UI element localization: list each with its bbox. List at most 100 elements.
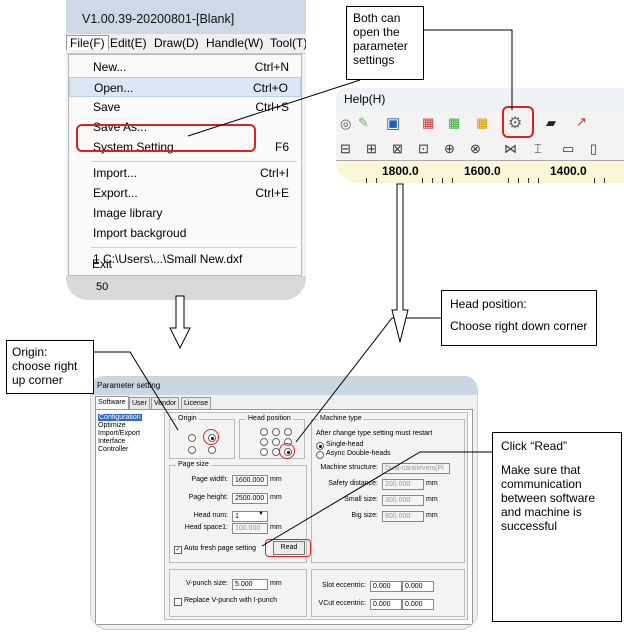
align-icon[interactable]: ⊟: [340, 141, 351, 156]
menu-item-open[interactable]: Open... Ctrl+O: [69, 77, 301, 97]
callout-read-title: Click “Read”: [501, 439, 568, 453]
machine-type-group: Machine type After change type setting m…: [311, 415, 465, 563]
head-num-select[interactable]: 1: [232, 511, 268, 522]
safety-distance-input[interactable]: 200.000: [382, 479, 424, 490]
machine-structure-select[interactable]: Dual-cantilevers(Pl: [382, 463, 450, 474]
vpunch-size-input[interactable]: 5.000: [232, 579, 268, 590]
menu-draw[interactable]: Draw(D): [154, 36, 199, 50]
head-pos-radio[interactable]: [272, 438, 280, 446]
shape-a-icon[interactable]: ▦: [422, 115, 435, 130]
head-position-group: Head position: [239, 415, 305, 459]
tree-item-optimize[interactable]: Optimize: [98, 422, 126, 429]
menu-item-import-background[interactable]: Import backgroud: [93, 226, 187, 240]
replace-vpunch-checkbox[interactable]: [174, 598, 182, 606]
tree-item-import-export[interactable]: Import/Export: [98, 430, 141, 437]
menu-item-new[interactable]: New... Ctrl+N: [93, 60, 289, 74]
menu-tool[interactable]: Tool(T): [270, 36, 306, 50]
head-space-input[interactable]: 100.000: [232, 523, 268, 534]
dialog-title-bar: Parameter setting: [91, 377, 477, 395]
menubar: File(F) Edit(E) Draw(D) Handle(W) Tool(T…: [66, 34, 306, 54]
align-icon[interactable]: ⊠: [392, 141, 403, 156]
distribute-icon[interactable]: ⌶: [534, 141, 542, 156]
chevron-down-icon[interactable]: ▼: [258, 511, 264, 517]
ruler-label: 1600.0: [464, 164, 501, 178]
projector-icon[interactable]: ▰: [546, 115, 556, 130]
callout-head-title: Head position:: [450, 297, 527, 311]
page-width-input[interactable]: 1600.000: [232, 475, 268, 486]
auto-fresh-checkbox[interactable]: ✓: [174, 546, 182, 554]
menu-handle[interactable]: Handle(W): [206, 36, 264, 50]
big-size-input[interactable]: 800.000: [382, 511, 424, 522]
vcut-eccentric-input-2[interactable]: 0.000: [402, 599, 434, 610]
tab-software[interactable]: Software: [95, 396, 129, 409]
callout-origin: Origin: choose right up corner: [6, 340, 94, 394]
origin-top-left-radio[interactable]: [188, 434, 196, 442]
head-pos-radio[interactable]: [260, 428, 268, 436]
help-menubar: Help(H): [336, 88, 624, 110]
callout-head-body: Choose right down corner: [450, 319, 588, 333]
origin-bottom-left-radio[interactable]: [188, 446, 196, 454]
menu-item-exit[interactable]: Exit: [92, 257, 113, 271]
menu-help[interactable]: Help(H): [344, 92, 386, 106]
single-head-radio[interactable]: [316, 442, 324, 450]
head-pos-radio[interactable]: [260, 448, 268, 456]
align-icon[interactable]: ⊗: [470, 141, 481, 156]
callout-head-position: Head position: Choose right down corner: [441, 290, 597, 346]
origin-highlight: [203, 429, 219, 445]
shape-b-icon[interactable]: ▦: [448, 115, 461, 130]
small-size-input[interactable]: 300.000: [382, 495, 424, 506]
laser-icon[interactable]: ↗: [576, 114, 587, 129]
menu-item-save[interactable]: Save Ctrl+S: [93, 100, 289, 114]
monitor-icon[interactable]: ▣: [386, 115, 401, 132]
origin-bottom-right-radio[interactable]: [208, 446, 216, 454]
read-button[interactable]: Read: [273, 541, 305, 555]
menu-item-recent-file[interactable]: 1 C:\Users\...\Small New.dxf: [93, 252, 243, 266]
tree-item-interface[interactable]: Interface: [98, 438, 126, 445]
tab-vendor[interactable]: Vendor: [151, 397, 180, 409]
menu-item-export[interactable]: Export... Ctrl+E: [93, 186, 289, 200]
distribute-icon[interactable]: ⋈: [504, 141, 517, 156]
head-pos-radio[interactable]: [272, 428, 280, 436]
callout-read-body: Make sure that communication between sof…: [501, 463, 596, 533]
tree-item-configuration[interactable]: Configuration: [98, 414, 142, 421]
window-title: V1.00.39-20200801-[Blank]: [82, 12, 235, 26]
menu-item-image-library[interactable]: Image library: [93, 206, 163, 220]
menu-file[interactable]: File(F): [66, 35, 109, 50]
eccentric-group: Slot eccentric: 0.000 0.000 VCut eccentr…: [311, 569, 465, 617]
page-height-input[interactable]: 2500.000: [232, 493, 268, 504]
system-setting-highlight: [76, 124, 256, 152]
pen-icon[interactable]: ✎: [358, 115, 369, 130]
canvas-ruler-strip: 50: [66, 276, 306, 300]
distribute-icon[interactable]: ▯: [590, 141, 598, 156]
horizontal-ruler: 1800.0 1600.0 1400.0: [336, 160, 624, 183]
menu-item-import[interactable]: Import... Ctrl+I: [93, 166, 289, 180]
menu-separator: [91, 247, 297, 248]
shape-c-icon[interactable]: ▦: [476, 115, 489, 130]
callout-both-settings: Both can open the parameter settings: [346, 6, 424, 80]
align-icon[interactable]: ⊞: [366, 141, 377, 156]
vcut-eccentric-input-1[interactable]: 0.000: [370, 599, 402, 610]
async-heads-radio[interactable]: [316, 451, 324, 459]
tree-item-controller[interactable]: Controller: [98, 446, 129, 453]
gear-icon[interactable]: ⚙: [508, 115, 523, 132]
callout-read: Click “Read” Make sure that communicatio…: [492, 432, 622, 622]
dialog-title: Parameter setting: [97, 381, 161, 390]
head-pos-radio[interactable]: [284, 428, 292, 436]
align-icon[interactable]: ⊕: [444, 141, 455, 156]
distribute-icon[interactable]: ▭: [562, 141, 575, 156]
gear-highlight: [502, 106, 534, 138]
window-title-bar: V1.00.39-20200801-[Blank]: [66, 0, 306, 34]
slot-eccentric-input-2[interactable]: 0.000: [402, 581, 434, 592]
target-icon[interactable]: ◎: [340, 116, 352, 131]
slot-eccentric-input-1[interactable]: 0.000: [370, 581, 402, 592]
menu-separator: [91, 161, 297, 162]
tab-user[interactable]: User: [129, 397, 150, 409]
configuration-panel: Origin Head position: [164, 412, 468, 620]
head-pos-radio[interactable]: [260, 438, 268, 446]
menu-item-save-as[interactable]: Save As...: [93, 120, 148, 134]
toolbar-row-2: ⊟ ⊞ ⊠ ⊡ ⊕ ⊗ ⋈ ⌶ ▭ ▯: [336, 138, 624, 160]
tab-license[interactable]: License: [181, 397, 212, 409]
menu-edit[interactable]: Edit(E): [110, 36, 147, 50]
align-icon[interactable]: ⊡: [418, 141, 429, 156]
